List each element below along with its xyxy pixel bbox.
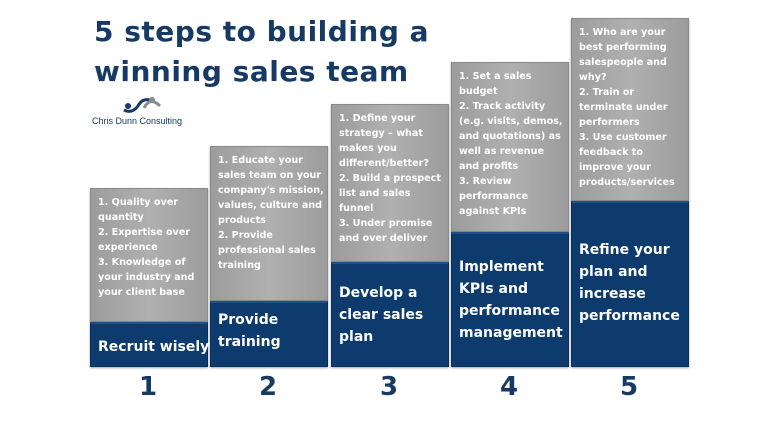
step-detail-line: performance — [459, 191, 529, 202]
step-detail-line: 2. Train or — [579, 87, 635, 98]
step-title-line: performance — [579, 308, 680, 324]
step-detail-line: 3. Use customer — [579, 132, 667, 143]
step-detail-line: 1. Who are your — [579, 27, 666, 38]
logo-text: Chris Dunn Consulting — [92, 116, 183, 126]
step-detail-line: and over deliver — [339, 233, 428, 244]
step-title-line: KPIs and — [459, 281, 528, 297]
step-detail-line: professional sales — [218, 245, 316, 256]
step-detail-line: and quotations) as — [459, 131, 561, 142]
page-title: 5 steps to building a winning sales team — [94, 12, 429, 92]
step-number: 5 — [619, 372, 639, 402]
people-arc-logo-icon — [123, 97, 162, 113]
step-detail-line: (e.g. visits, demos, — [459, 116, 563, 127]
step-number: 2 — [258, 372, 278, 402]
step-detail-line: different/better? — [339, 158, 429, 169]
step-details-box: 1. Quality over quantity 2. Expertise over… — [90, 188, 208, 322]
step-detail-line: performers — [579, 117, 640, 128]
step-detail-line: 2. Expertise over — [98, 227, 191, 238]
step-title-box: Recruit wisely — [90, 322, 210, 367]
step-detail-line: well as revenue — [459, 146, 544, 157]
step-detail-line: feedback to — [579, 147, 643, 158]
step-title-line: Develop a — [339, 285, 418, 301]
step-title-line: management — [459, 325, 563, 341]
step-title-box: Refine your plan and increase performance — [571, 201, 689, 367]
step-detail-line: 1. Set a sales — [459, 71, 532, 82]
step-detail-line: salespeople and — [579, 57, 667, 68]
title-line: 5 steps to building a — [94, 15, 430, 48]
step-title-box: Provide training — [210, 301, 328, 367]
step-detail-line: products/services — [579, 177, 675, 188]
step-number: 1 — [138, 372, 158, 402]
step-title-line: performance — [459, 303, 560, 319]
step-detail-line: makes you — [339, 143, 397, 154]
step-detail-line: funnel — [339, 203, 374, 214]
step-details-box: 1. Define your strategy – what makes you di… — [331, 104, 449, 262]
step-detail-line: against KPIs — [459, 206, 527, 217]
step-detail-line: your industry and — [98, 272, 195, 283]
step-title-box: Develop a clear sales plan — [331, 262, 449, 367]
step-title-line: Recruit wisely — [98, 339, 210, 355]
step-detail-line: best performing — [579, 42, 667, 53]
step-detail-line: 3. Knowledge of — [98, 257, 186, 268]
step-detail-line: sales team on your — [218, 170, 322, 181]
step-detail-line: quantity — [98, 212, 144, 223]
step-detail-line: list and sales — [339, 188, 411, 199]
step-detail-line: budget — [459, 86, 498, 97]
logo: Chris Dunn Consulting — [92, 94, 202, 126]
step-detail-line: 2. Provide — [218, 230, 273, 241]
step-title-line: clear sales — [339, 307, 424, 323]
step-detail-line: terminate under — [579, 102, 668, 113]
step-title-line: Provide — [218, 312, 279, 328]
step-detail-line: 3. Review — [459, 176, 512, 187]
step-details-box: 1. Educate your sales team on your company… — [210, 146, 328, 301]
step-detail-line: your client base — [98, 287, 185, 298]
step-title-line: plan and — [579, 264, 648, 280]
step-detail-line: why? — [579, 72, 607, 83]
step-detail-line: 2. Build a prospect — [339, 173, 441, 184]
step-detail-line: company's mission, — [218, 185, 324, 196]
step-detail-line: 2. Track activity — [459, 101, 546, 112]
step-detail-line: strategy – what — [339, 128, 423, 139]
step-number: 4 — [499, 372, 519, 402]
step-detail-line: products — [218, 215, 266, 226]
step-title-line: Implement — [459, 259, 544, 275]
step-detail-line: experience — [98, 242, 158, 253]
step-number: 3 — [379, 372, 399, 402]
step-detail-line: 1. Define your — [339, 113, 416, 124]
step-details-box: 1. Set a sales budget 2. Track activity (e.… — [451, 62, 569, 232]
step-detail-line: 1. Educate your — [218, 155, 303, 166]
step-detail-line: improve your — [579, 162, 651, 173]
step-detail-line: 1. Quality over — [98, 197, 178, 208]
step-details-box: 1. Who are your best performing salespeopl… — [571, 18, 689, 201]
step-detail-line: values, culture and — [218, 200, 323, 211]
step-title-line: Refine your — [579, 242, 670, 258]
step-detail-line: training — [218, 260, 261, 271]
step-detail-line: and profits — [459, 161, 519, 172]
title-line: winning sales team — [94, 55, 409, 88]
step-title-line: increase — [579, 286, 646, 302]
step-title-line: training — [218, 334, 281, 350]
step-detail-line: 3. Under promise — [339, 218, 433, 229]
step-title-line: plan — [339, 329, 374, 345]
